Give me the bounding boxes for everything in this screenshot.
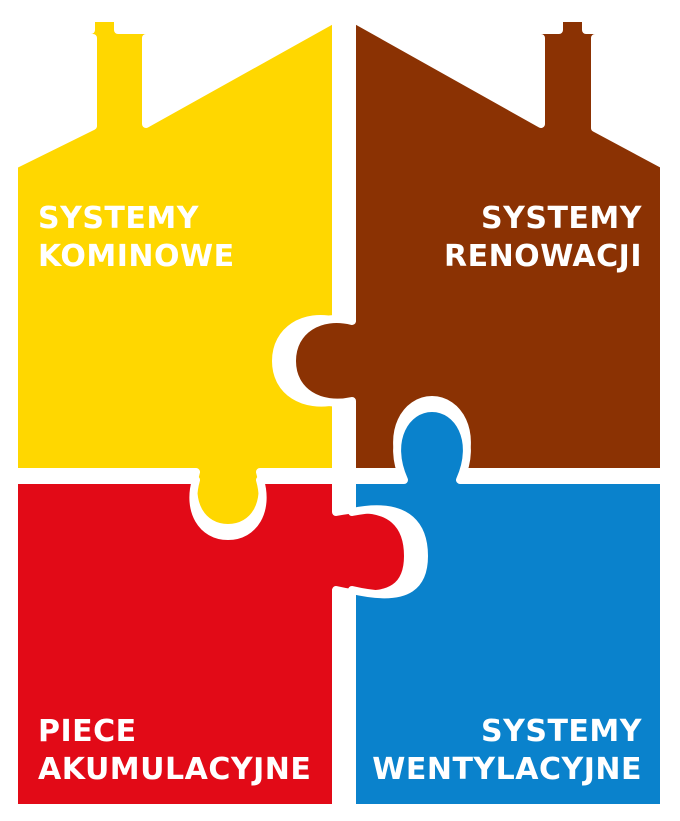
piece-systemy-renowacji <box>288 14 668 476</box>
label-piece-akumulacyjne: PIECE AKUMULACYJNE <box>38 713 311 789</box>
label-systemy-kominowe: SYSTEMY KOMINOWE <box>38 200 235 276</box>
piece-piece-akumulacyjne <box>10 476 412 812</box>
label-line: SYSTEMY <box>481 201 642 236</box>
label-line: WENTYLACYJNE <box>372 752 642 787</box>
label-line: PIECE <box>38 714 137 749</box>
piece-systemy-wentylacyjne <box>348 404 668 812</box>
label-line: AKUMULACYJNE <box>38 752 312 787</box>
label-systemy-renowacji: SYSTEMY RENOWACJI <box>444 200 642 276</box>
label-systemy-wentylacyjne: SYSTEMY WENTYLACYJNE <box>372 713 642 789</box>
label-line: KOMINOWE <box>38 239 235 274</box>
label-line: SYSTEMY <box>38 201 199 236</box>
label-line: SYSTEMY <box>481 714 642 749</box>
label-line: RENOWACJI <box>443 239 642 274</box>
